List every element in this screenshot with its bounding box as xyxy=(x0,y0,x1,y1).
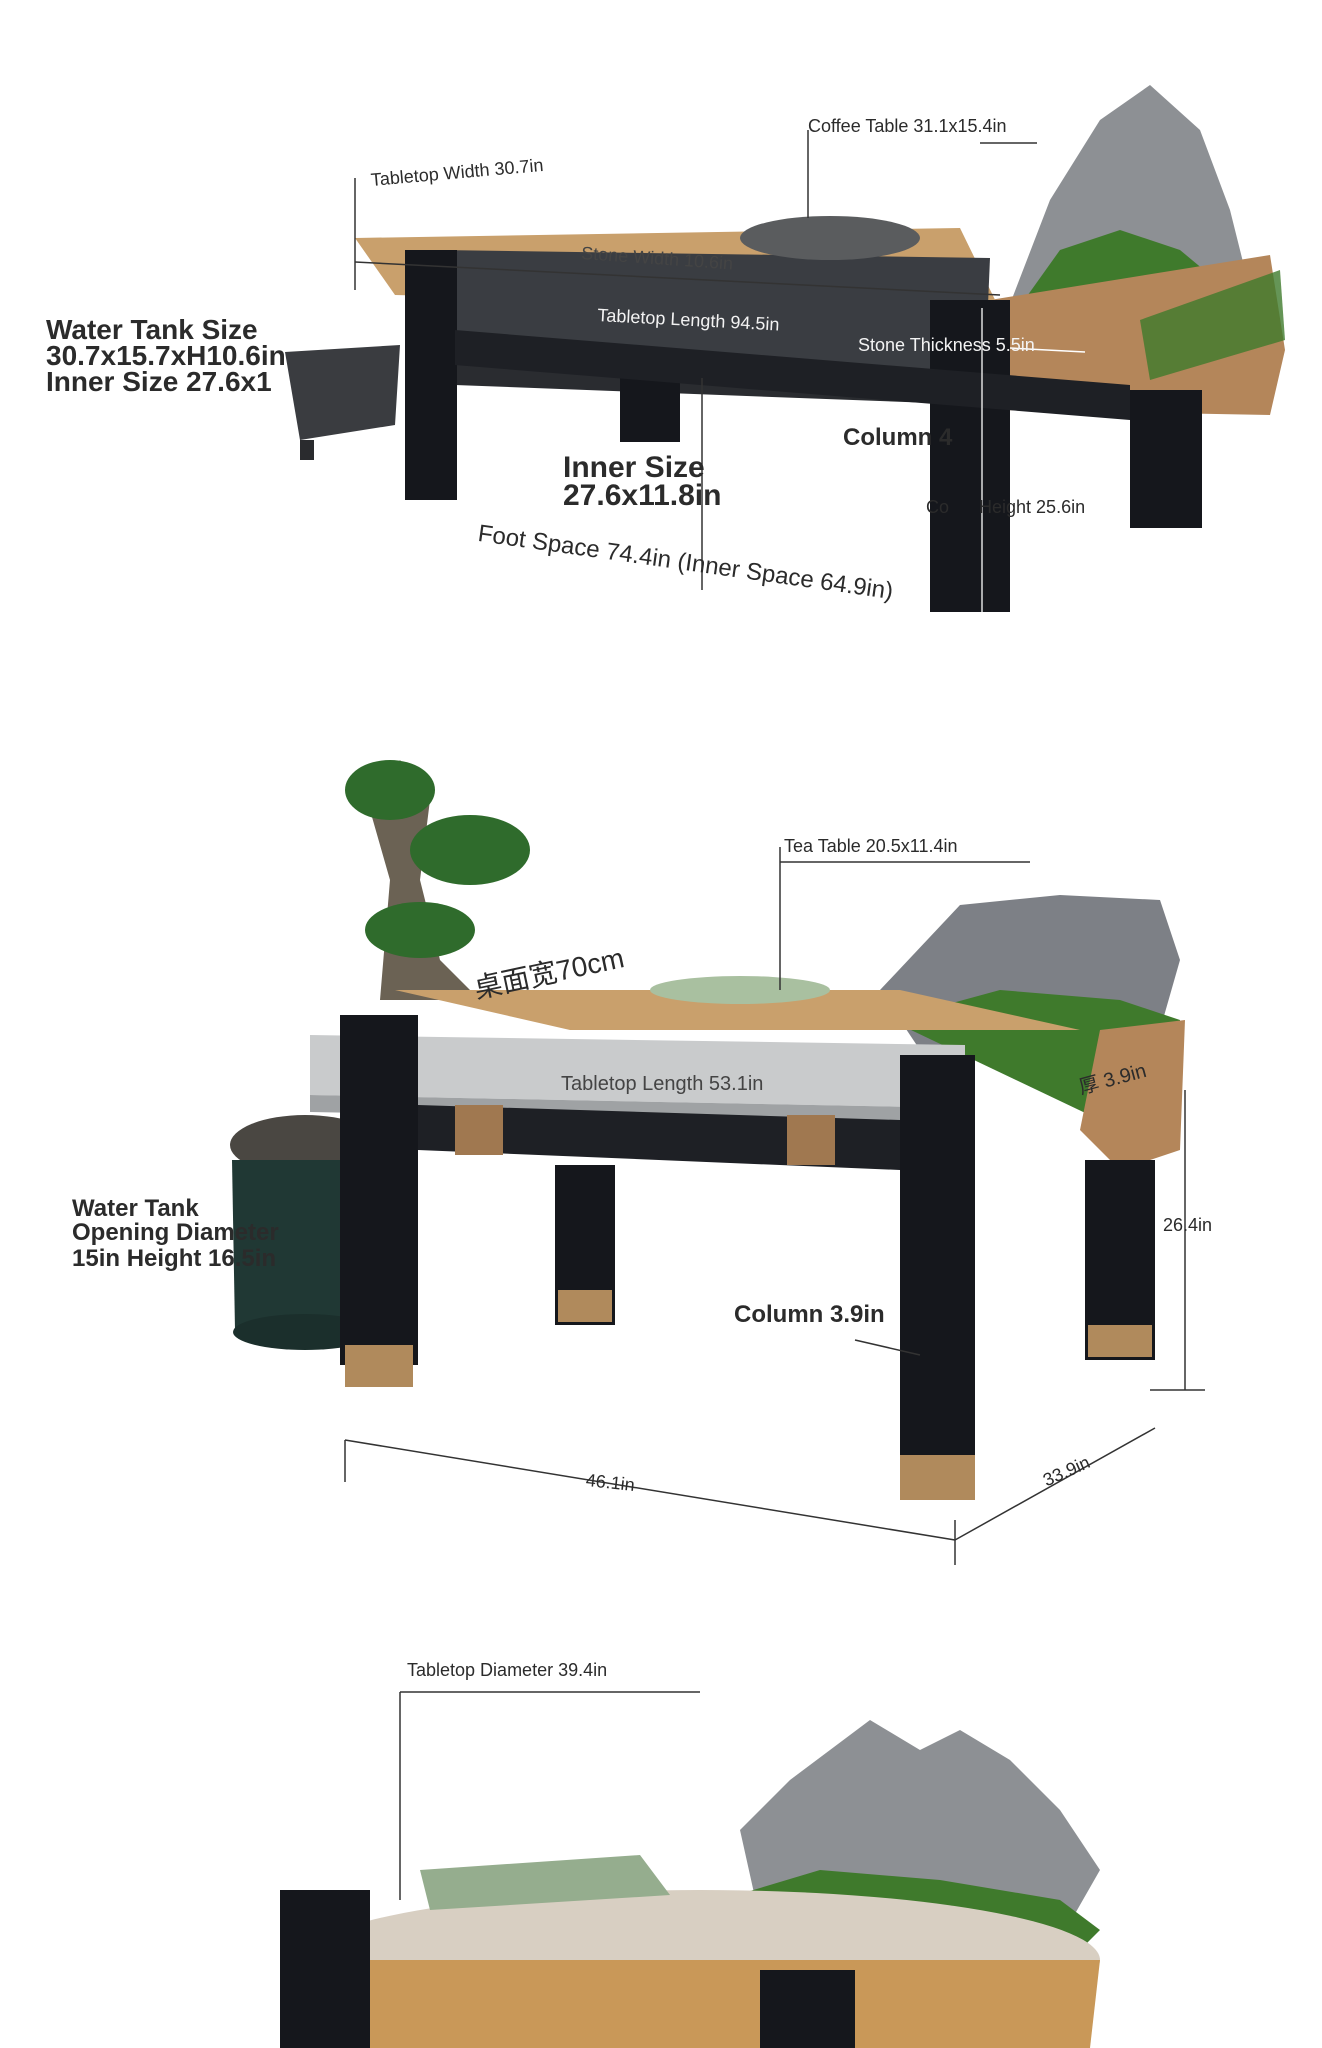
column-label: Column 4 xyxy=(843,424,953,451)
tabletop-length-label-2: Tabletop Length 53.1in xyxy=(561,1073,764,1095)
height-label: 26.4in xyxy=(1163,1215,1213,1235)
round-table-illustration xyxy=(280,1691,1100,2048)
water-tank-line-1: Water Tank Size xyxy=(46,314,258,345)
tea-table-label: Tea Table 20.5x11.4in xyxy=(784,836,958,856)
water-tank-label-2: Water Tank Opening Diameter 15in Height … xyxy=(72,1197,279,1273)
water-tank-line-3: Inner Size 27.6x1 xyxy=(46,366,272,397)
product-view-round-table: Tabletop Diameter 39.4in xyxy=(0,1600,1322,2048)
product-view-long-table: Coffee Table 31.1x15.4in Tabletop Width … xyxy=(0,0,1322,700)
column-label-2: Column 3.9in xyxy=(734,1301,885,1328)
long-table-illustration xyxy=(285,85,1285,612)
inner-size-line-2: 27.6x11.8in xyxy=(563,479,722,512)
product-view-medium-table: Tea Table 20.5x11.4in 桌面宽70cm Tabletop L… xyxy=(0,700,1322,1600)
tabletop-diameter-label: Tabletop Diameter 39.4in xyxy=(407,1660,608,1680)
water-tank-size-label: Water Tank Size 30.7x15.7xH10.6in Inner … xyxy=(46,314,286,397)
water-tank-line-2: 30.7x15.7xH10.6in xyxy=(46,340,286,371)
water-tank-2-line-3: 15in Height 16.5in xyxy=(72,1245,277,1272)
inner-size-line-1: Inner Size xyxy=(563,451,705,484)
water-tank-2-line-1: Water Tank xyxy=(72,1195,199,1222)
column-height-label: Co Height 25.6in xyxy=(926,497,1086,517)
water-tank-2-line-2: Opening Diameter xyxy=(72,1219,279,1246)
medium-table-illustration xyxy=(230,760,1205,1565)
stone-thickness-label: Stone Thickness 5.5in xyxy=(858,335,1035,355)
inner-size-label: Inner Size 27.6x11.8in xyxy=(563,451,722,512)
coffee-table-label: Coffee Table 31.1x15.4in xyxy=(808,116,1007,136)
